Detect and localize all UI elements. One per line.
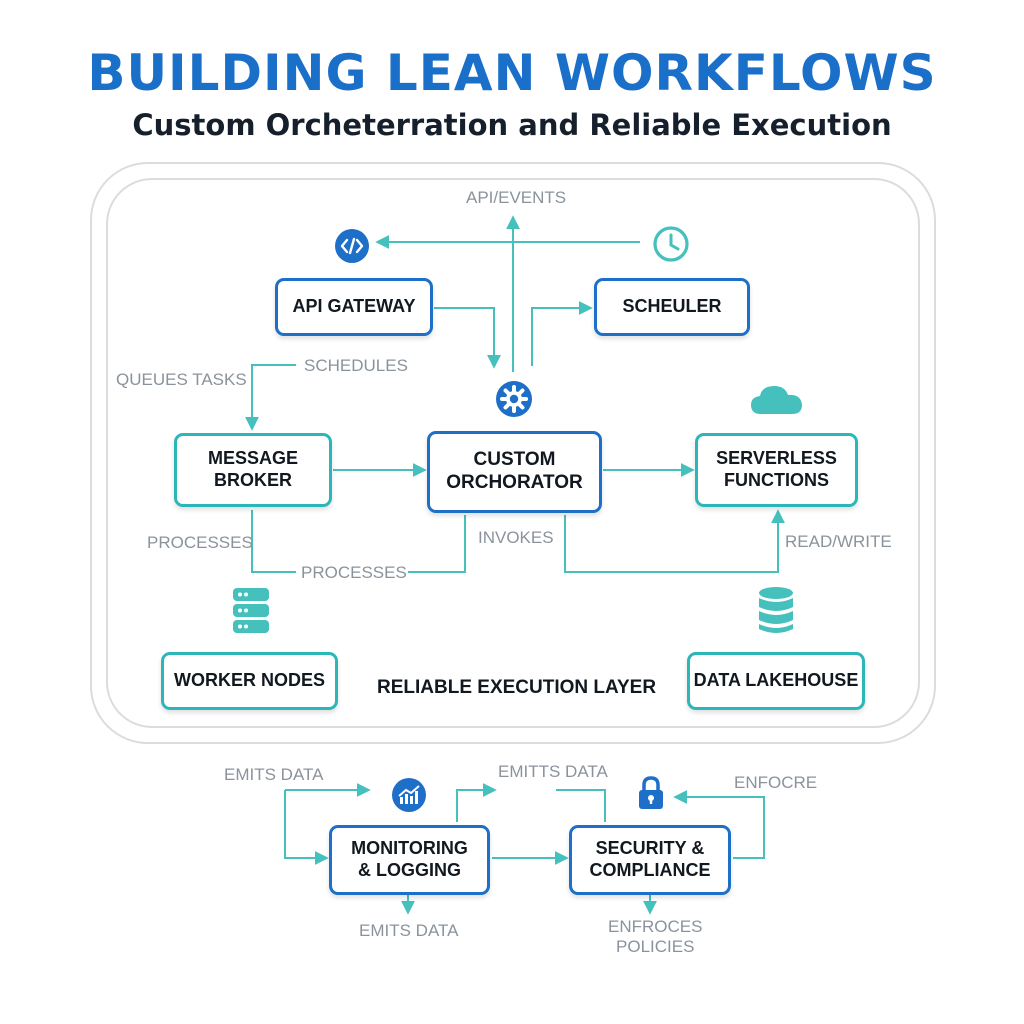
connector-processes-loop	[251, 510, 296, 573]
chart-icon	[391, 777, 427, 818]
execution-frame-inner	[106, 178, 920, 728]
label-enforces-policies: ENFROCES POLICIES	[608, 917, 703, 957]
label-emits-data-left: EMITS DATA	[224, 765, 324, 784]
connector-schedules-broker	[245, 364, 296, 431]
page-title: BUILDING LEAN WORKFLOWS	[87, 44, 937, 102]
connector-processes-bottom	[408, 515, 466, 573]
label-execution-layer: RELIABLE EXECUTION LAYER	[377, 677, 657, 698]
execution-frame-outer	[90, 162, 936, 744]
page-subtitle: Custom Orcheterration and Reliable Execu…	[132, 108, 892, 142]
connector-emits-data-left	[284, 790, 329, 865]
connector-enforce-loop	[673, 790, 765, 859]
custom-orchestrator-node[interactable]: CUSTOM ORCHORATOR	[427, 431, 602, 513]
message-broker-node[interactable]: MESSAGE BROKER	[174, 433, 332, 507]
clock-icon	[652, 225, 690, 268]
api-gateway-node[interactable]: API GATEWAY	[275, 278, 433, 336]
label-queues-tasks: QUEUES TASKS	[116, 370, 247, 389]
gear-icon	[495, 380, 533, 423]
connector-gateway-orchestrator	[434, 307, 501, 369]
serverless-functions-node[interactable]: SERVERLESS FUNCTIONS	[695, 433, 858, 507]
cloud-icon	[749, 380, 805, 423]
label-emits-data-bottom: EMITS DATA	[359, 921, 459, 940]
label-emitts-data: EMITTS DATA	[498, 762, 608, 781]
label-api-events: API/EVENTS	[466, 188, 567, 207]
scheduler-node[interactable]: SCHEULER	[594, 278, 750, 336]
label-read-write: READ/WRITE	[785, 532, 892, 551]
label-processes-bottom: PROCESSES	[301, 563, 407, 582]
label-schedules: SCHEDULES	[304, 356, 408, 375]
connector-emitts-data-down	[556, 789, 606, 822]
security-compliance-node[interactable]: SECURITY & COMPLIANCE	[569, 825, 731, 895]
worker-nodes-node[interactable]: WORKER NODES	[161, 652, 338, 710]
data-lakehouse-node[interactable]: DATA LAKEHOUSE	[687, 652, 865, 710]
database-icon-right	[756, 586, 796, 641]
label-processes-left: PROCESSES	[147, 533, 253, 552]
monitoring-logging-node[interactable]: MONITORING & LOGGING	[329, 825, 490, 895]
code-icon	[334, 228, 370, 269]
label-invokes: INVOKES	[478, 528, 554, 547]
connector-orchestrator-scheduler	[531, 301, 593, 366]
connector-invokes-readwrite	[564, 509, 785, 573]
database-icon-left	[231, 586, 271, 641]
lock-icon	[636, 775, 666, 816]
label-enforce: ENFOCRE	[734, 773, 818, 792]
connector-emitts-data-mid	[456, 783, 497, 822]
